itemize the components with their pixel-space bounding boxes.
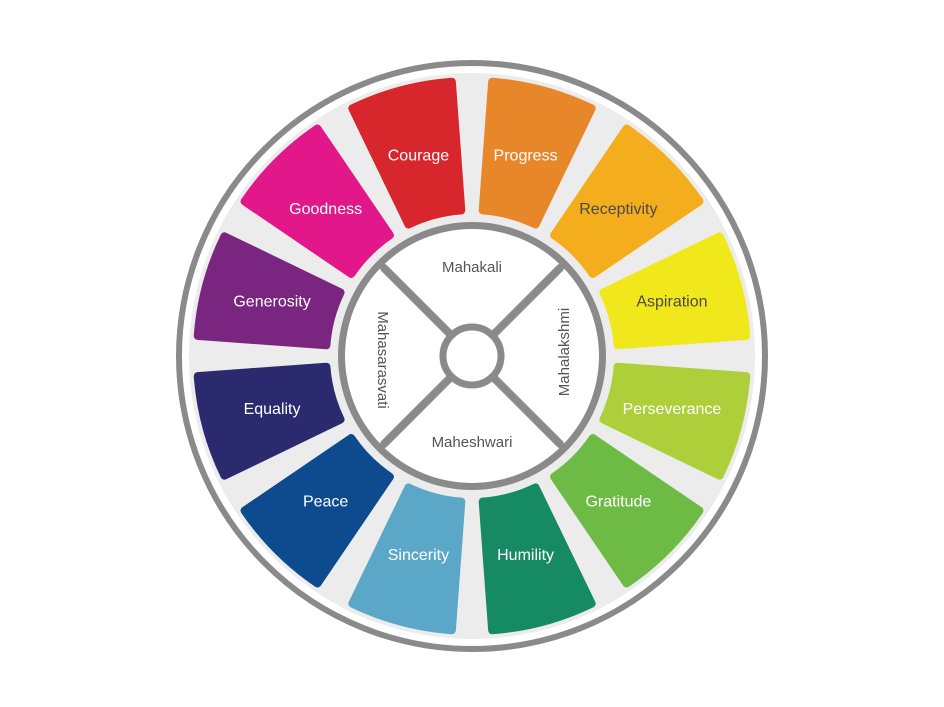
petal-label-gratitude: Gratitude — [585, 494, 651, 511]
petal-generosity — [193, 232, 345, 350]
petal-label-equality: Equality — [244, 401, 301, 418]
petal-courage — [348, 77, 466, 229]
petal-label-generosity: Generosity — [233, 294, 310, 311]
petal-label-perseverance: Perseverance — [623, 401, 722, 418]
petal-label-receptivity: Receptivity — [579, 201, 657, 218]
quality-petals — [193, 77, 751, 635]
petal-humility — [478, 483, 596, 635]
aspect-label-top: Mahakali — [442, 259, 502, 276]
aspect-label-bottom: Maheshwari — [432, 434, 513, 451]
petal-label-humility: Humility — [497, 547, 554, 564]
aspect-label-right: Mahalakshmi — [556, 308, 573, 396]
petal-label-progress: Progress — [494, 147, 558, 164]
petal-equality — [193, 362, 345, 480]
petal-progress — [478, 77, 596, 229]
petal-label-courage: Courage — [388, 147, 449, 164]
petal-receptivity — [550, 124, 704, 278]
petal-aspiration — [599, 232, 751, 350]
petal-label-sincerity: Sincerity — [388, 547, 449, 564]
petal-gratitude — [550, 434, 704, 588]
aspect-label-left: Mahasarasvati — [374, 311, 391, 409]
petal-sincerity — [348, 483, 466, 635]
petal-label-aspiration: Aspiration — [636, 294, 707, 311]
petal-label-goodness: Goodness — [289, 201, 362, 218]
inner-hub: Mahakali Maheshwari Mahalakshmi Mahasara… — [338, 222, 606, 490]
petal-perseverance — [599, 362, 751, 480]
petal-peace — [240, 434, 394, 588]
petal-goodness — [240, 124, 394, 278]
quality-labels: Courage ProgressReceptivityAspirationPers… — [233, 147, 721, 564]
petal-label-peace: Peace — [303, 494, 348, 511]
center-ring — [439, 323, 505, 389]
